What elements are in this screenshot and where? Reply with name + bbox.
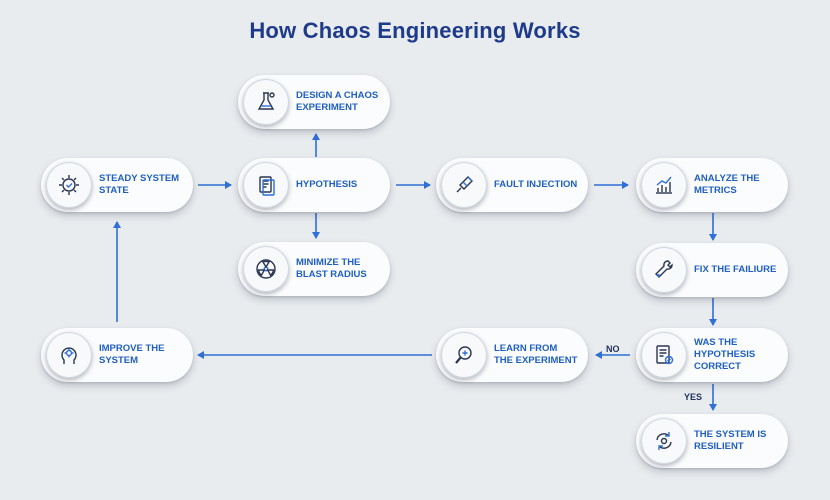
node-label: HYPOTHESIS	[296, 179, 358, 190]
node-label: WAS THE HYPOTHESIS CORRECT	[694, 337, 756, 372]
wrench-icon	[641, 247, 687, 293]
refresh-gear-icon	[641, 418, 687, 464]
document-icon	[243, 162, 289, 208]
branch-label-yes: YES	[684, 392, 703, 402]
node-minimize-blast-radius: MINIMIZE THE BLAST RADIUS	[238, 242, 390, 296]
node-fix-failure: FIX THE FAILIURE	[636, 243, 788, 297]
syringe-icon	[441, 162, 487, 208]
head-gear-icon	[46, 332, 92, 378]
node-steady-system-state: STEADY SYSTEM STATE	[41, 158, 193, 212]
node-label: MINIMIZE THE BLAST RADIUS	[296, 257, 367, 280]
node-label: THE SYSTEM IS RESILIENT	[694, 429, 767, 452]
flask-icon	[243, 79, 289, 125]
node-label: STEADY SYSTEM STATE	[99, 173, 180, 196]
node-hypothesis: HYPOTHESIS	[238, 158, 390, 212]
node-label: IMPROVE THE SYSTEM	[99, 343, 165, 366]
node-label: ANALYZE THE METRICS	[694, 173, 760, 196]
node-fault-injection: FAULT INJECTION	[436, 158, 588, 212]
node-label: LEARN FROM THE EXPERIMENT	[494, 343, 578, 366]
node-system-resilient: THE SYSTEM IS RESILIENT	[636, 414, 788, 468]
radiation-icon	[243, 246, 289, 292]
node-was-hypothesis-correct: WAS THE HYPOTHESIS CORRECT	[636, 328, 788, 382]
node-learn-from-experiment: LEARN FROM THE EXPERIMENT	[436, 328, 588, 382]
checklist-icon	[641, 332, 687, 378]
branch-label-no: NO	[606, 344, 620, 354]
node-analyze-metrics: ANALYZE THE METRICS	[636, 158, 788, 212]
gear-check-icon	[46, 162, 92, 208]
magnifier-icon	[441, 332, 487, 378]
node-label: DESIGN A CHAOS EXPERIMENT	[296, 90, 379, 113]
bar-chart-icon	[641, 162, 687, 208]
page-title: How Chaos Engineering Works	[249, 18, 581, 43]
node-label: FAULT INJECTION	[494, 179, 578, 190]
node-improve-system: IMPROVE THE SYSTEM	[41, 328, 193, 382]
node-label: FIX THE FAILIURE	[694, 264, 777, 275]
node-design-chaos-experiment: DESIGN A CHAOS EXPERIMENT	[238, 75, 390, 129]
